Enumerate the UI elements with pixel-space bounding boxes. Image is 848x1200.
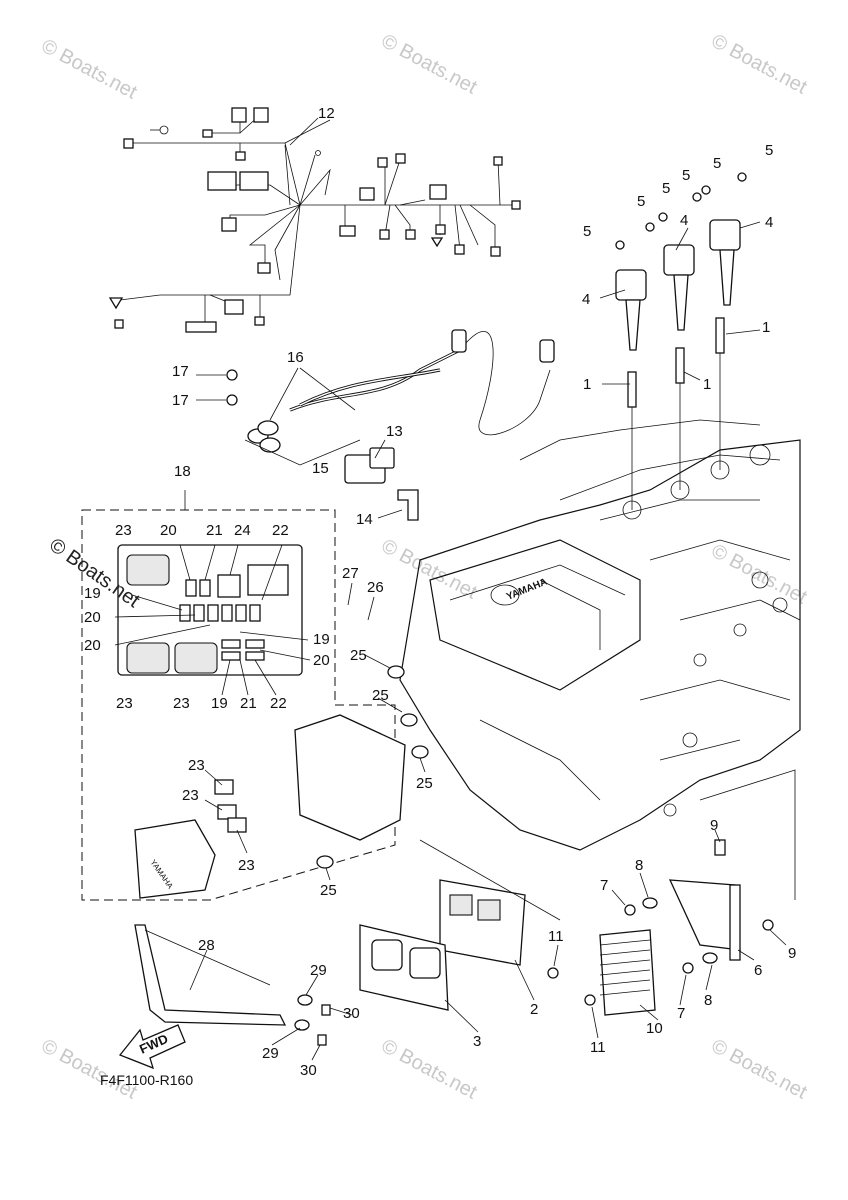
callout-30: 30 [300,1062,317,1079]
callout-4: 4 [582,291,590,308]
callout-15: 15 [312,460,329,477]
callout-25: 25 [416,775,433,792]
callout-9: 9 [710,817,718,834]
callout-28: 28 [198,937,215,954]
callout-17: 17 [172,363,189,380]
ignition-coils[interactable] [615,172,747,351]
callout-11: 11 [548,928,564,945]
callout-1: 1 [583,376,591,393]
callout-5: 5 [662,180,670,197]
fuse-box-base[interactable]: YAMAHA [134,714,406,899]
spark-plugs[interactable] [627,317,725,510]
callout-12: 12 [318,105,335,122]
callout-14: 14 [356,511,373,528]
callout-10: 10 [646,1020,663,1037]
callout-5: 5 [583,223,591,240]
battery-cables[interactable] [226,329,555,466]
callout-23: 23 [173,695,190,712]
watermark: © Boats.net [378,30,481,99]
callout-8: 8 [635,857,643,874]
callout-24: 24 [234,522,251,539]
mounting-bracket[interactable] [134,924,287,1026]
watermark: © Boats.net [378,1035,481,1104]
callout-23: 23 [182,787,199,804]
callout-7: 7 [600,877,608,894]
callout-16: 16 [287,349,304,366]
callout-9: 9 [788,945,796,962]
ecu-holder[interactable] [359,924,449,1011]
watermark: © Boats.net [38,1035,141,1104]
callout-18: 18 [174,463,191,480]
ecu-unit[interactable] [419,839,561,966]
watermark: © Boats.net [708,540,811,609]
callout-19: 19 [313,631,330,648]
callout-27: 27 [342,565,359,582]
callout-29: 29 [310,962,327,979]
callout-19: 19 [211,695,228,712]
leader-lines [114,117,787,1061]
callout-22: 22 [270,695,287,712]
rectifier-regulator[interactable] [599,769,796,1016]
wire-harness[interactable] [108,107,521,333]
callout-5: 5 [682,167,690,184]
callout-17: 17 [172,392,189,409]
callout-13: 13 [386,423,403,440]
callout-3: 3 [473,1033,481,1050]
callout-20: 20 [84,637,101,654]
washers-screws[interactable] [294,994,331,1046]
watermark: © Boats.net [38,35,141,104]
callout-1: 1 [703,376,711,393]
callout-25: 25 [320,882,337,899]
callout-25: 25 [350,647,367,664]
callout-5: 5 [713,155,721,172]
callout-30: 30 [343,1005,360,1022]
callout-7: 7 [677,1005,685,1022]
callout-19: 19 [84,585,101,602]
callout-2: 2 [530,1001,538,1018]
forward-arrow: FWD [118,1024,186,1070]
watermark: © Boats.net [708,1035,811,1104]
callout-5: 5 [765,142,773,159]
callout-11: 11 [590,1039,606,1056]
callout-4: 4 [680,212,688,229]
callout-1: 1 [762,319,770,336]
callout-6: 6 [754,962,762,979]
callout-26: 26 [367,579,384,596]
callout-23: 23 [115,522,132,539]
callout-5: 5 [637,193,645,210]
watermark: © Boats.net [708,30,811,99]
callout-20: 20 [84,609,101,626]
callout-25: 25 [372,687,389,704]
grommets[interactable] [316,665,429,869]
callout-20: 20 [313,652,330,669]
callout-23: 23 [188,757,205,774]
engine-block: YAMAHA [399,419,801,851]
starter-relay[interactable] [344,447,419,521]
callout-21: 21 [240,695,257,712]
callout-labels: 12 5 5 5 5 5 5 4 4 4 1 1 1 16 17 17 13 1… [84,105,796,1079]
callout-22: 22 [272,522,289,539]
bolts[interactable] [547,839,774,1006]
callout-4: 4 [765,214,773,231]
fuse-box-cover[interactable] [117,544,303,676]
callout-29: 29 [262,1045,279,1062]
callout-21: 21 [206,522,223,539]
callout-23: 23 [238,857,255,874]
callout-23: 23 [116,695,133,712]
diagram-code: F4F1100-R160 [100,1072,193,1088]
callout-20: 20 [160,522,177,539]
callout-8: 8 [704,992,712,1009]
